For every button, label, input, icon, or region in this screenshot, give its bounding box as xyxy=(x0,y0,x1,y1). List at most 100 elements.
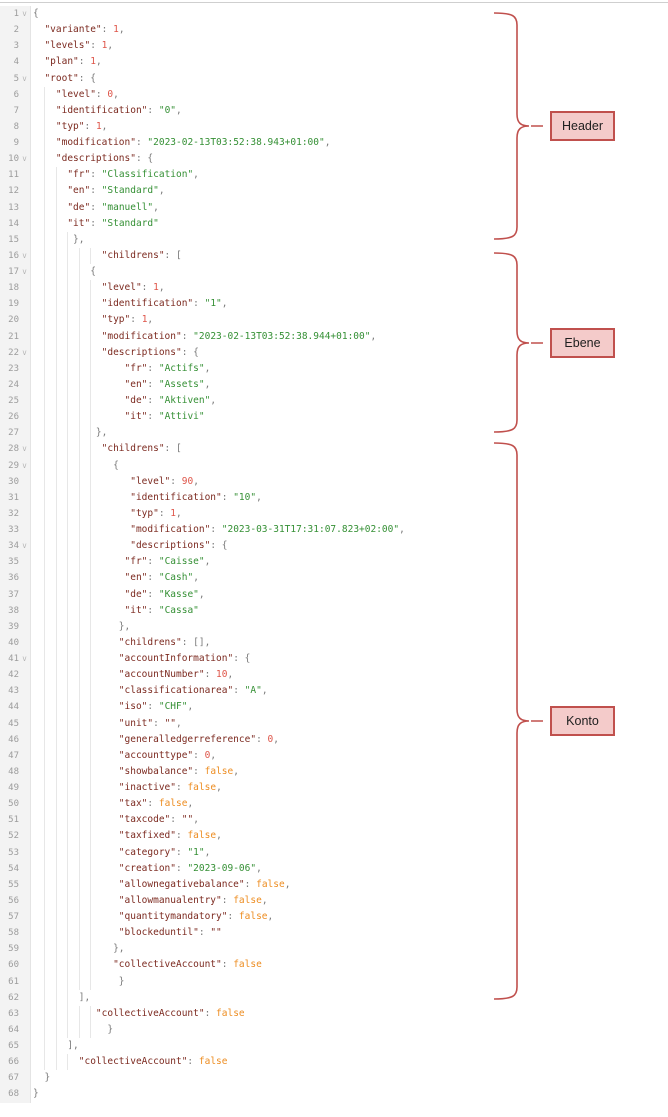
line-number: 2 xyxy=(13,25,19,36)
token-p: : xyxy=(153,717,165,729)
gutter: 39 xyxy=(0,618,31,635)
code-cell: "collectiveAccount": false xyxy=(31,957,668,974)
fold-chevron-icon[interactable]: v xyxy=(22,250,27,260)
indent-guide xyxy=(44,634,46,651)
code-text: { xyxy=(31,264,96,280)
gutter: 55 xyxy=(0,876,31,893)
indent-guide xyxy=(78,731,80,748)
code-line: 15}, xyxy=(0,231,668,248)
code-text: "fr": "Caisse", xyxy=(31,554,211,570)
token-p: : xyxy=(90,217,102,229)
fold-chevron-icon[interactable]: v xyxy=(22,460,27,470)
token-k: "identification" xyxy=(101,298,194,310)
token-p: } xyxy=(107,1023,114,1035)
token-p: , xyxy=(324,137,331,148)
token-p: : { xyxy=(233,653,251,664)
code-cell: "en": "Cash", xyxy=(31,570,668,587)
indent-guide xyxy=(78,909,80,926)
token-s: "Cash" xyxy=(158,572,194,584)
code-line: 30"level": 90, xyxy=(0,473,668,490)
code-text: "collectiveAccount": false xyxy=(31,1054,228,1070)
code-cell: "fr": "Caisse", xyxy=(31,554,668,571)
indent-guide xyxy=(90,796,92,813)
token-p: } xyxy=(33,1088,39,1100)
code-line: 26"it": "Attivi" xyxy=(0,409,668,426)
indent-guide xyxy=(90,957,92,974)
indent-guide xyxy=(55,796,57,813)
indent-guide xyxy=(90,1005,92,1022)
indent-guide xyxy=(90,505,92,522)
token-p: : xyxy=(147,588,159,600)
code-text: "en": "Standard", xyxy=(31,183,164,199)
indent-guide xyxy=(67,409,69,426)
code-text: "typ": 1, xyxy=(31,506,182,522)
line-number: 13 xyxy=(8,202,19,213)
fold-chevron-icon[interactable]: v xyxy=(22,267,27,276)
code-cell: "collectiveAccount": false xyxy=(31,1005,668,1022)
indent-guide xyxy=(44,151,46,168)
indent-guide xyxy=(44,360,46,377)
code-cell: "accountInformation": { xyxy=(31,651,668,668)
fold-chevron-icon[interactable]: v xyxy=(22,347,27,357)
indent-guide xyxy=(67,1005,69,1022)
token-p: : xyxy=(90,201,102,213)
code-text: "level": 0, xyxy=(31,87,119,103)
token-k: "showbalance" xyxy=(118,765,194,777)
indent-guide xyxy=(67,683,69,700)
token-p: , xyxy=(216,782,222,793)
code-line: 25"de": "Aktiven", xyxy=(0,393,668,410)
code-line: 58"blockeduntil": "" xyxy=(0,925,668,942)
indent-guide xyxy=(44,505,46,522)
indent-guide xyxy=(44,860,46,877)
code-cell: "accounttype": 0, xyxy=(31,747,668,764)
indent-guide xyxy=(90,941,92,958)
token-p: }, xyxy=(113,943,125,955)
indent-guide xyxy=(55,393,57,410)
gutter: 43 xyxy=(0,683,31,700)
line-number: 44 xyxy=(8,702,19,713)
token-s: "2023-02-13T03:52:38.944+01:00" xyxy=(193,330,371,342)
indent-guide xyxy=(44,731,46,748)
code-text: "plan": 1, xyxy=(31,54,101,70)
indent-guide xyxy=(78,763,80,780)
token-b: false xyxy=(216,1007,245,1019)
code-text: "childrens": [ xyxy=(31,441,182,457)
fold-chevron-icon[interactable]: v xyxy=(22,541,27,551)
code-text: "collectiveAccount": false xyxy=(31,957,262,973)
indent-guide xyxy=(78,876,80,893)
indent-guide xyxy=(67,231,69,248)
indent-guide xyxy=(78,828,80,845)
indent-guide xyxy=(90,570,92,587)
code-cell: "accountNumber": 10, xyxy=(31,667,668,684)
fold-chevron-icon[interactable]: v xyxy=(22,444,27,454)
code-line: 63"collectiveAccount": false xyxy=(0,1005,668,1022)
indent-guide xyxy=(44,602,46,619)
fold-chevron-icon[interactable]: v xyxy=(22,9,27,18)
indent-guide xyxy=(44,554,46,571)
code-line: 23"fr": "Actifs", xyxy=(0,360,668,377)
fold-chevron-icon[interactable]: v xyxy=(22,73,27,83)
indent-guide xyxy=(67,1054,69,1071)
indent-guide xyxy=(44,586,46,603)
token-k: "en" xyxy=(124,378,148,390)
token-p: : xyxy=(204,669,217,681)
fold-chevron-icon[interactable]: v xyxy=(22,654,27,663)
gutter: 59 xyxy=(0,941,31,958)
code-cell: "levels": 1, xyxy=(31,38,668,54)
fold-chevron-icon[interactable]: v xyxy=(22,154,27,164)
token-k: "en" xyxy=(67,185,91,197)
line-number: 40 xyxy=(8,637,19,648)
token-p: : xyxy=(147,701,159,713)
token-k: "tax" xyxy=(118,798,148,810)
indent-guide xyxy=(67,312,69,329)
code-cell: "en": "Assets", xyxy=(31,376,668,393)
line-number: 11 xyxy=(8,170,19,181)
indent-guide xyxy=(44,892,46,909)
line-number: 31 xyxy=(8,492,19,503)
indent-guide xyxy=(44,296,46,313)
indent-guide xyxy=(78,715,80,732)
code-cell: "typ": 1, xyxy=(31,505,668,522)
